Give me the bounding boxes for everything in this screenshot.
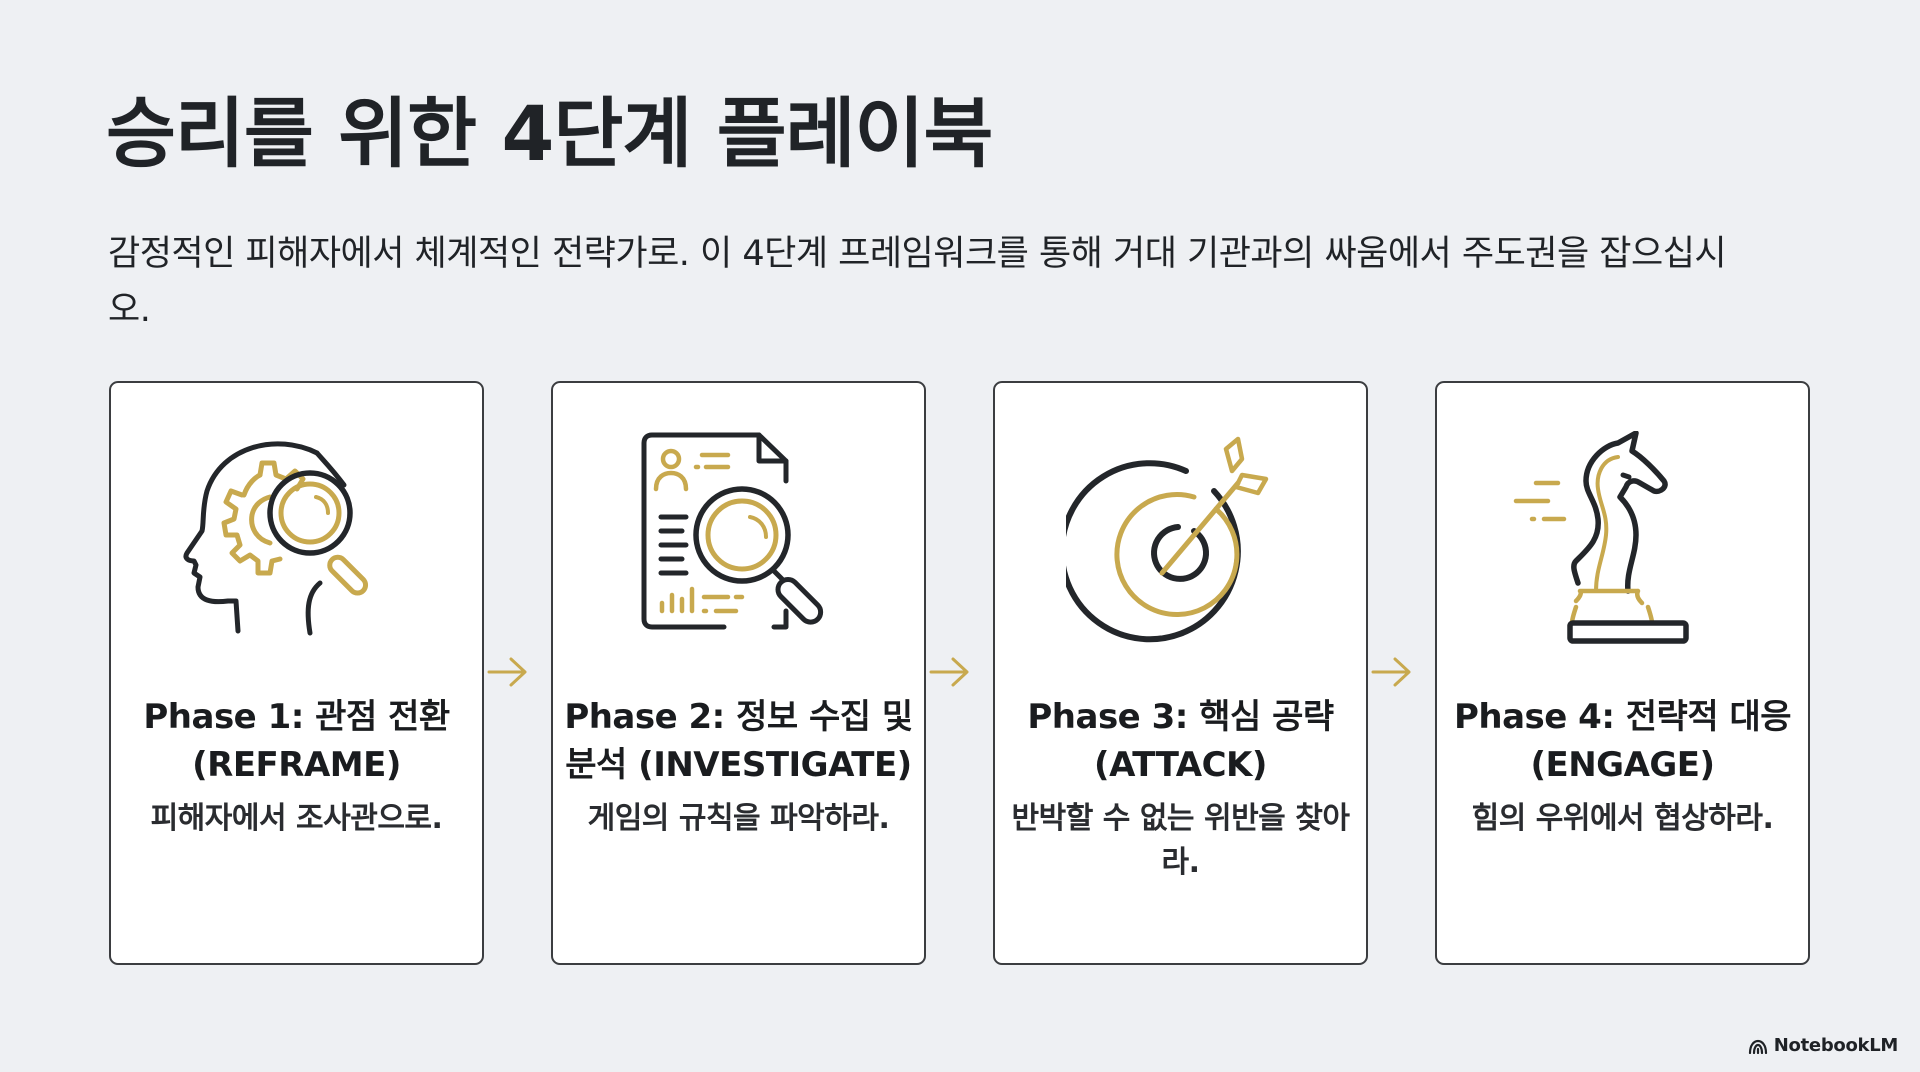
phase-title: Phase 4: 전략적 대응 (ENGAGE) [1453, 697, 1792, 785]
target-arrow-icon [1065, 436, 1268, 643]
phase-card-2: Phase 2: 정보 수집 및 분석 (INVESTIGATE) 게임의 규칙… [551, 381, 926, 965]
page-title: 승리를 위한 4단계 플레이북 [106, 89, 993, 178]
phase-description: 반박할 수 없는 위반을 찾아라. [1011, 801, 1350, 880]
phase-title: Phase 1: 관점 전환 (REFRAME) [143, 697, 450, 785]
brand-label: NotebookLM [1773, 1035, 1899, 1056]
head-gear-magnifier-icon [183, 441, 368, 636]
phase-description: 게임의 규칙을 파악하라. [587, 801, 890, 836]
phase-card-4: Phase 4: 전략적 대응 (ENGAGE) 힘의 우위에서 협상하라. [1435, 381, 1810, 965]
arrow-right-icon [929, 657, 969, 687]
phase-card-1: Phase 1: 관점 전환 (REFRAME) 피해자에서 조사관으로. [109, 381, 484, 965]
phase-description: 힘의 우위에서 협상하라. [1471, 801, 1774, 836]
arrow-right-icon [487, 657, 527, 687]
page-subtitle: 감정적인 피해자에서 체계적인 전략가로. 이 4단계 프레임워크를 통해 거대… [108, 234, 1727, 330]
document-magnifier-icon [641, 432, 823, 630]
phase-title: Phase 3: 핵심 공략 (ATTACK) [1027, 697, 1334, 785]
notebooklm-logo: NotebookLM [1748, 1035, 1898, 1056]
phase-title: Phase 2: 정보 수집 및 분석 (INVESTIGATE) [564, 697, 913, 785]
chess-knight-icon [1513, 431, 1689, 644]
arrow-right-icon [1371, 657, 1411, 687]
phase-description: 피해자에서 조사관으로. [150, 801, 443, 836]
notebooklm-logo-icon [1748, 1039, 1767, 1054]
phase-card-3: Phase 3: 핵심 공략 (ATTACK) 반박할 수 없는 위반을 찾아라… [993, 381, 1368, 965]
